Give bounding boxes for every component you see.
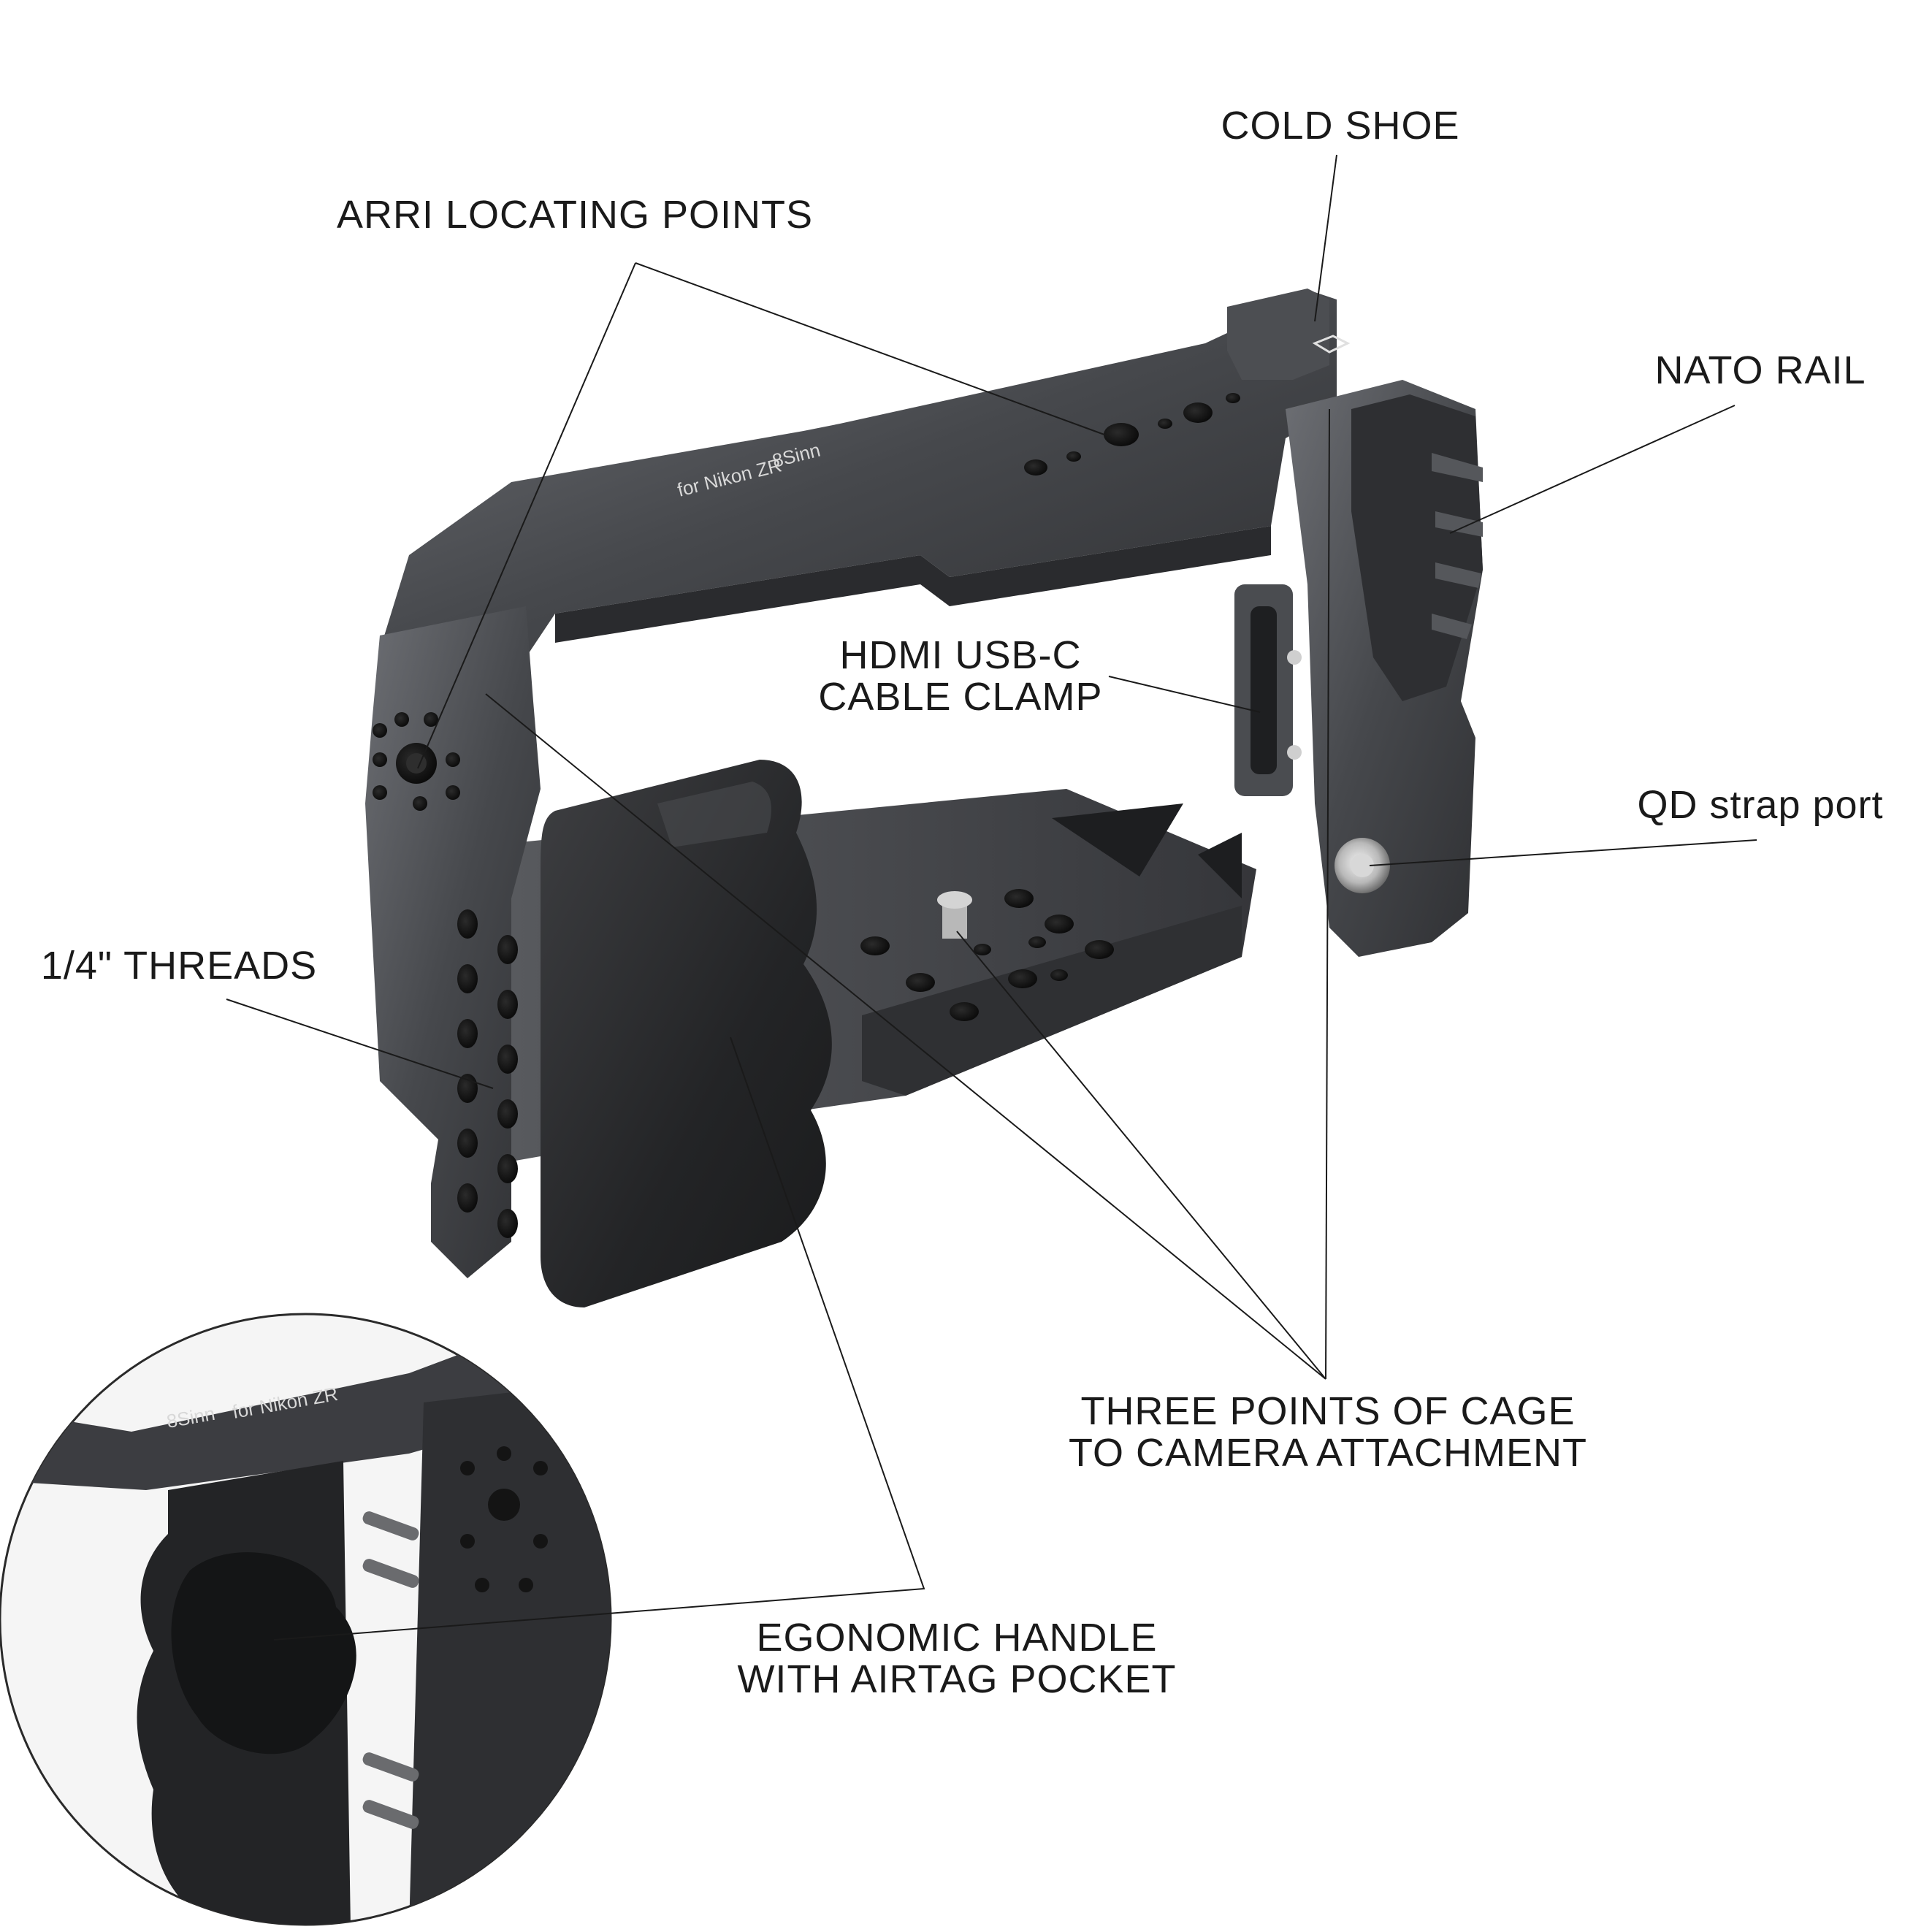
label-hdmi-line2: CABLE CLAMP <box>818 675 1102 719</box>
label-nato-rail: NATO RAIL <box>1654 348 1866 392</box>
leader-arri-2 <box>417 262 636 769</box>
leader-three-3 <box>1325 408 1330 1380</box>
label-threads: 1/4" THREADS <box>41 944 317 988</box>
grip-highlight <box>657 782 771 847</box>
label-arri-points: ARRI LOCATING POINTS <box>337 193 813 237</box>
cable-clamp-slot <box>1251 606 1277 774</box>
top-bar-holes <box>1024 393 1240 476</box>
leader-arri-1 <box>635 262 1111 438</box>
cold-shoe <box>1227 289 1329 380</box>
leader-hdmi <box>1108 676 1261 713</box>
leader-three-2 <box>956 931 1326 1380</box>
base-plate-front <box>862 906 1242 1096</box>
nato-rail-ribs <box>1432 453 1483 639</box>
leader-qd <box>1369 839 1757 866</box>
inset-bolts <box>362 1511 419 1829</box>
callout-labels: COLD SHOE ARRI LOCATING POINTS NATO RAIL… <box>41 104 1883 1701</box>
base-triangle-cutout-2 <box>1198 833 1242 898</box>
label-qd-strap: QD strap port <box>1637 783 1883 827</box>
label-three-points-line2: TO CAMERA ATTACHMENT <box>1069 1431 1587 1475</box>
label-cold-shoe: COLD SHOE <box>1221 104 1459 148</box>
qd-strap-port-center <box>1351 854 1374 877</box>
label-handle-line1: EGONOMIC HANDLE <box>756 1616 1157 1660</box>
top-bar-inner <box>555 526 1271 643</box>
leader-threads <box>226 999 494 1089</box>
top-bar <box>380 292 1337 657</box>
leader-lines <box>226 154 1757 1641</box>
label-handle-line2: WITH AIRTAG POCKET <box>737 1657 1176 1701</box>
zoom-inset: 8Sinn for Nikon ZR <box>0 1313 612 1926</box>
quarter-inch-threads <box>457 909 518 1238</box>
ergonomic-grip <box>541 760 832 1307</box>
inset-top-bar <box>0 1351 511 1490</box>
inset-holes <box>460 1446 548 1592</box>
leader-nato <box>1449 405 1736 534</box>
label-three-points-line1: THREE POINTS OF CAGE <box>1080 1389 1575 1433</box>
base-holes <box>860 889 1114 1021</box>
leader-three-1 <box>485 693 1326 1380</box>
cable-clamp-screw <box>1287 650 1302 665</box>
mounting-screw-head <box>937 891 972 909</box>
cold-shoe-marker <box>1312 335 1351 354</box>
cable-clamp-screw-2 <box>1287 745 1302 760</box>
camera-cage: 8Sinn for Nikon ZR <box>365 289 1483 1307</box>
base-triangle-cutout <box>1052 803 1183 877</box>
airtag-pocket <box>171 1552 356 1755</box>
label-hdmi-line1: HDMI USB-C <box>840 633 1082 677</box>
leader-handle <box>273 1036 925 1641</box>
leader-cold-shoe <box>1314 154 1337 322</box>
